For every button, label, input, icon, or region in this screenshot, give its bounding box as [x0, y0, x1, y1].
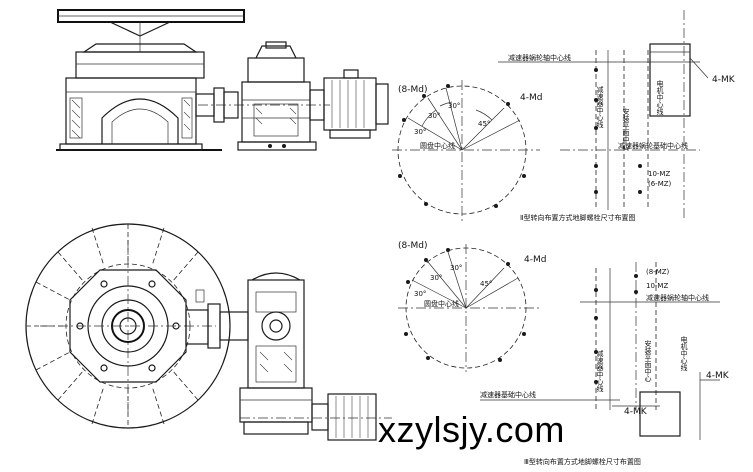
- disc-center-label: 圆盘中心线: [424, 299, 459, 308]
- side-elevation-view: [56, 9, 389, 151]
- caption-top: Ⅱ型转向布置方式地脚螺栓尺寸布置图: [520, 213, 635, 222]
- site-watermark: xzylsjy.com: [378, 409, 565, 450]
- reducer-axis-label: 减速器蜗轮轴中心线: [508, 53, 571, 62]
- mz-label: (8-MZ): [646, 268, 670, 276]
- reducer-axis-label: 减速器蜗轮轴中心线: [646, 293, 709, 302]
- reducer-center-label: 减速器中心线: [596, 85, 604, 128]
- angle-label: 30°: [430, 274, 442, 282]
- md-label: 4-Md: [524, 255, 546, 265]
- angle-label: 30°: [414, 128, 426, 136]
- mz-label: 10-MZ: [648, 170, 670, 178]
- angle-label: 30°: [448, 102, 460, 110]
- angle-label: 45°: [478, 120, 490, 128]
- mz-alt-label: 10-MZ: [646, 282, 668, 290]
- base-center-label: 减速器基础中心线: [480, 390, 536, 399]
- base-axis-label: 减速器蜗轮基础中心线: [618, 141, 688, 150]
- motor-center-label: 电机中心线: [656, 79, 664, 115]
- mk-label: 4-MK: [712, 75, 736, 85]
- motor-center-label: 电机中心线: [680, 335, 688, 371]
- plan-view: [25, 223, 392, 441]
- bolt-layout-bottom: (8-Md) 4-Md 30° 30° 30° 45° 圆盘中心线 (8-MZ)…: [398, 241, 730, 466]
- angle-label: 30°: [450, 264, 462, 272]
- mk-label: 4-MK: [624, 407, 648, 417]
- caption-bottom: Ⅲ型转向布置方式地脚螺栓尺寸布置图: [524, 457, 641, 466]
- mk-alt-label: 4-MK: [706, 371, 730, 381]
- angle-label: 30°: [428, 112, 440, 120]
- mz-alt-label: (6-MZ): [648, 180, 672, 188]
- bolt-circle-label: (8-Md): [398, 241, 427, 251]
- angle-label: 30°: [414, 290, 426, 298]
- reducer-center-label: 减速器中心线: [596, 349, 604, 392]
- bolt-circle-label: (8-Md): [398, 85, 427, 95]
- angle-label: 45°: [480, 280, 492, 288]
- mount-plane-label: 安装平面中心: [644, 339, 652, 382]
- disc-center-label: 圆盘中心线: [420, 141, 455, 150]
- md-label: 4-Md: [520, 93, 542, 103]
- mount-plane-label: 安装平面中心: [622, 107, 630, 150]
- bolt-layout-top: (8-Md) 4-Md 30° 30° 30° 45° 圆盘中心线 4-MK 减…: [392, 10, 736, 222]
